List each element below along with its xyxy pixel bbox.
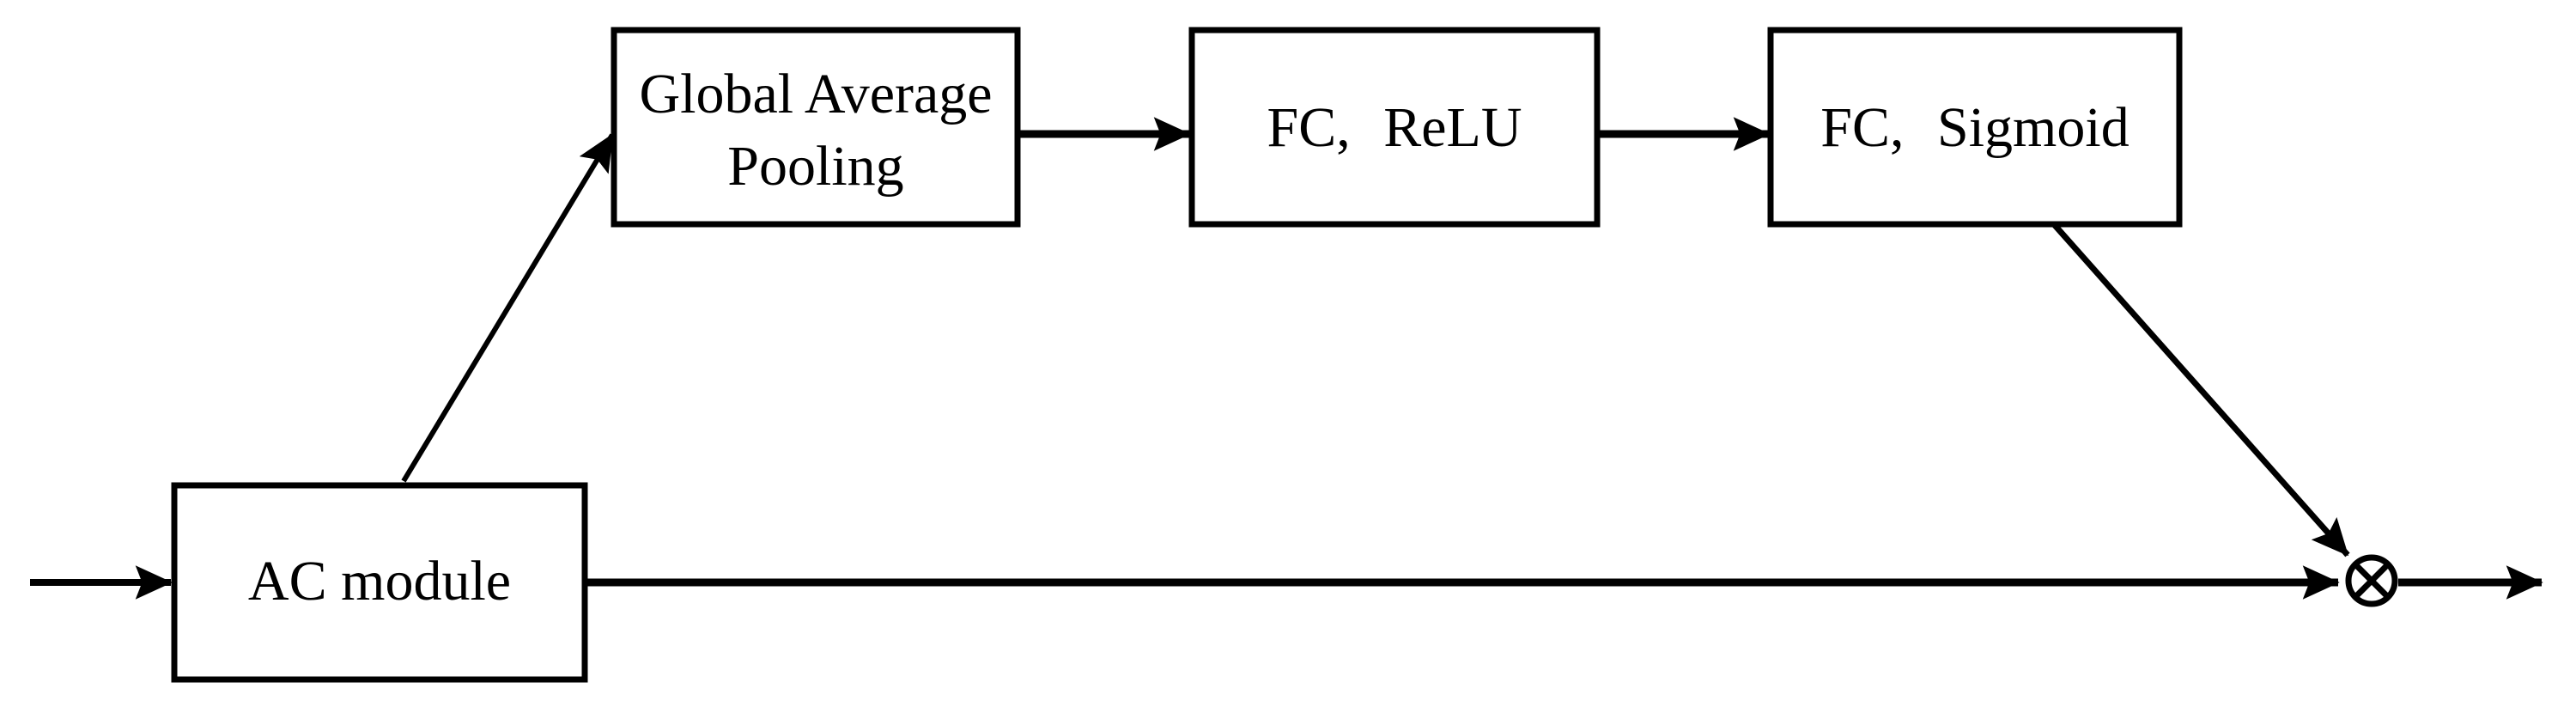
edge-fc-sigmoid-to-multiply <box>2050 221 2350 558</box>
node-fc-sigmoid-label: FC, Sigmoid <box>1820 96 2129 159</box>
multiply-operator-icon <box>2345 554 2398 607</box>
node-ac-module-box <box>171 482 588 683</box>
edge-ac-module-to-global-average-pooling <box>401 133 615 483</box>
node-global-average-pooling-box <box>611 27 1021 228</box>
node-fc-relu-box <box>1188 27 1601 228</box>
multiply-x-stroke-2 <box>2353 562 2391 600</box>
node-global-average-pooling-label-line2: Pooling <box>727 135 903 198</box>
node-fc-sigmoid-box <box>1767 27 2183 228</box>
node-ac-module-label: AC module <box>248 550 511 612</box>
node-fc-relu-label: FC, ReLU <box>1267 96 1522 159</box>
node-global-average-pooling-label-line1: Global Average <box>639 63 992 125</box>
